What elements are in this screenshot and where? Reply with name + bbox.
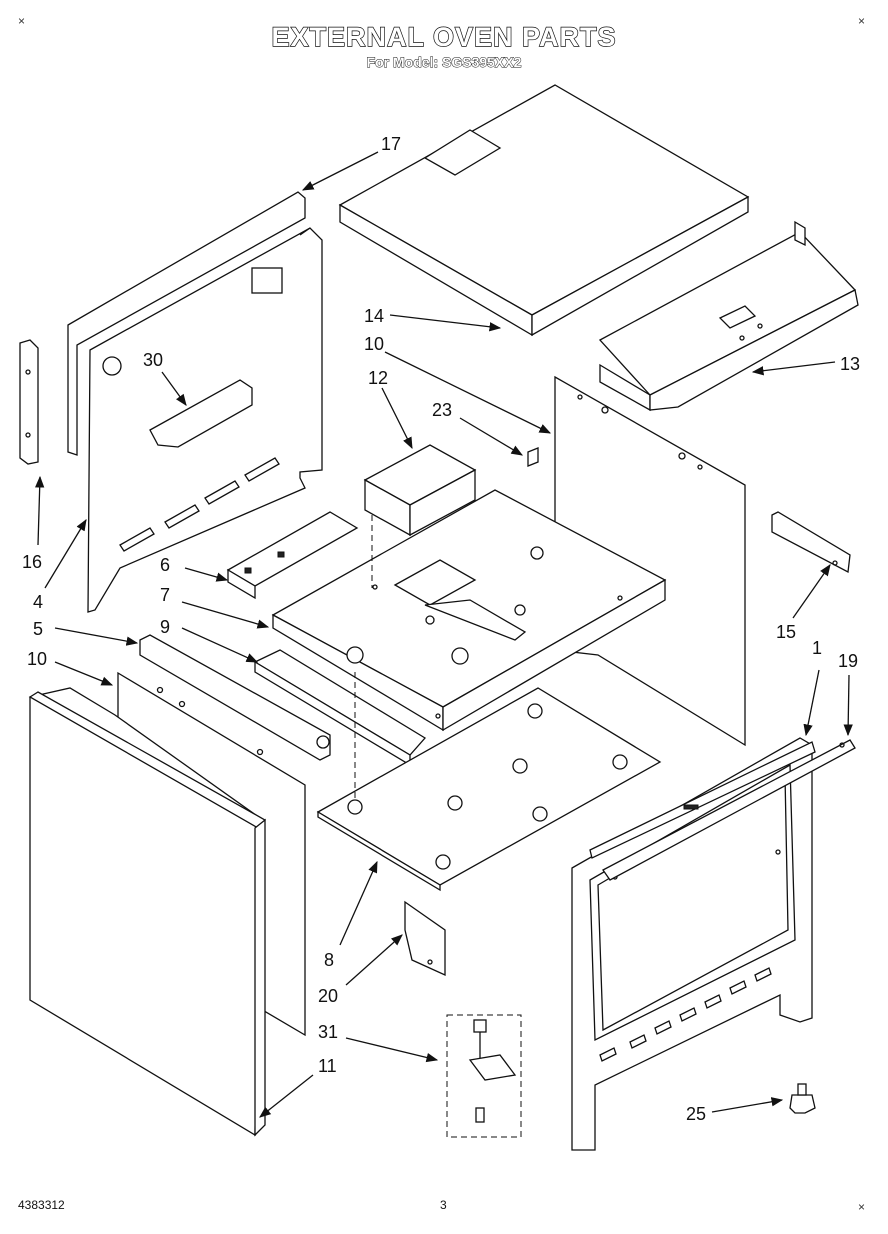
callout-13: 13 <box>840 354 860 374</box>
callout-10-front: 10 <box>27 649 47 669</box>
callout-6: 6 <box>160 555 170 575</box>
leader-arrows <box>35 151 853 1118</box>
leader-16 <box>35 475 45 546</box>
leader-4 <box>44 518 87 589</box>
leader-23 <box>459 417 524 456</box>
page-title: EXTERNAL OVEN PARTS <box>271 21 617 52</box>
top-panel-part-14 <box>338 84 750 337</box>
leader-12 <box>381 387 413 450</box>
hardware-kit-part-31 <box>446 1014 522 1138</box>
leader-7 <box>181 601 270 629</box>
callout-7: 7 <box>160 585 170 605</box>
leader-13 <box>751 361 836 376</box>
callout-30: 30 <box>143 350 163 370</box>
callout-14: 14 <box>364 306 384 326</box>
callout-16: 16 <box>22 552 42 572</box>
leader-9 <box>181 627 259 663</box>
callout-15: 15 <box>776 622 796 642</box>
callout-20: 20 <box>318 986 338 1006</box>
oven-bottom-part-8 <box>316 687 662 892</box>
callout-23: 23 <box>432 400 452 420</box>
front-rail-part-5 <box>139 634 331 761</box>
left-side-panel-part-4 <box>67 191 323 613</box>
strip-part-19 <box>602 739 856 881</box>
corner-mark-bottom-right: × <box>858 1200 866 1214</box>
callout-19: 19 <box>838 651 858 671</box>
oven-bottom-tray-part-7 <box>271 489 667 732</box>
front-frame-part-1 <box>571 737 816 1151</box>
leader-25 <box>711 1097 784 1113</box>
shield-part-20 <box>404 900 446 977</box>
leader-31 <box>345 1037 439 1063</box>
burner-box-part-12 <box>363 444 477 537</box>
callout-labels: 17 14 10 12 23 13 30 16 4 6 7 5 9 10 15 … <box>22 134 860 1124</box>
leader-14 <box>389 314 502 332</box>
leader-11 <box>259 1074 314 1118</box>
callout-17: 17 <box>381 134 401 154</box>
document-number: 4383312 <box>18 1198 65 1212</box>
leader-15 <box>792 564 831 619</box>
model-subtitle: For Model: SGS395XX2 <box>366 54 522 71</box>
callout-5: 5 <box>33 619 43 639</box>
callout-4: 4 <box>33 592 43 612</box>
page-number: 3 <box>440 1198 447 1212</box>
bracket-part-6 <box>226 511 359 600</box>
leader-10-front <box>54 661 114 686</box>
callout-31: 31 <box>318 1022 338 1042</box>
callout-11: 11 <box>318 1056 337 1076</box>
leveling-foot-part-25 <box>789 1083 816 1114</box>
bracket-part-15 <box>771 511 851 574</box>
callout-25: 25 <box>686 1104 706 1124</box>
callout-12: 12 <box>368 368 388 388</box>
leader-8 <box>339 860 378 946</box>
callout-1: 1 <box>812 638 822 658</box>
right-side-panel-part-11 <box>28 687 267 1137</box>
corner-mark-top-left: × <box>18 14 26 28</box>
leader-5 <box>54 627 139 646</box>
leader-6 <box>184 567 229 582</box>
leader-30 <box>161 371 187 406</box>
clip-part-23 <box>527 447 539 467</box>
callout-10-rear: 10 <box>364 334 384 354</box>
leader-19 <box>843 674 853 737</box>
corner-mark-top-right: × <box>858 14 866 28</box>
left-strip-part-16 <box>19 339 39 465</box>
callout-8: 8 <box>324 950 334 970</box>
leader-20 <box>345 934 403 986</box>
leader-17 <box>301 151 379 191</box>
leader-10-rear <box>384 351 552 434</box>
rear-bracket-part-13 <box>598 220 859 412</box>
callout-9: 9 <box>160 617 170 637</box>
leader-1 <box>803 669 820 737</box>
